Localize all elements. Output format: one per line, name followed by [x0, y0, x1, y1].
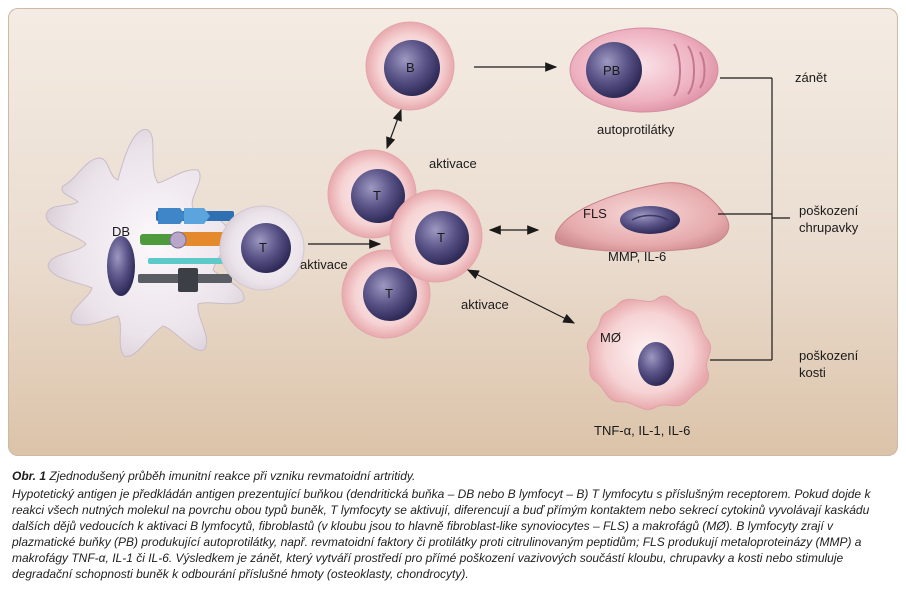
b-cell-label: B [406, 60, 415, 75]
figure-panel: DB T aktivace B [8, 8, 898, 456]
fibroblast-cell: FLS [554, 182, 730, 253]
t-cell-cluster: T T T [327, 149, 483, 339]
t-cell-top-label: T [373, 188, 381, 203]
figure-number: Obr. 1 [12, 469, 47, 483]
outcome-cartilage-line1: poškození [799, 203, 859, 218]
caption-title: Obr. 1 Zjednodušený průběh imunitní reak… [12, 468, 896, 484]
macrophage-label: MØ [600, 330, 621, 345]
autoantibodies-label: autoprotilátky [597, 122, 675, 137]
fls-products-label: MMP, IL-6 [608, 249, 666, 264]
outcome-cartilage-line2: chrupavky [799, 220, 859, 235]
plasma-cell-label: PB [603, 63, 620, 78]
t-cell-top: T [327, 149, 417, 239]
macrophage-cell: MØ [586, 295, 712, 410]
dendritic-nucleus [107, 236, 135, 296]
t-cell-presented-label: T [259, 240, 267, 255]
immune-response-diagram: DB T aktivace B [45, 21, 859, 438]
figure-caption: Obr. 1 Zjednodušený průběh imunitní reak… [12, 468, 896, 582]
fibroblast-label: FLS [583, 206, 607, 221]
t-cell-middle: T [389, 189, 483, 283]
caption-title-text: Zjednodušený průběh imunitní reakce při … [49, 469, 416, 483]
arrow-b-t [386, 108, 402, 150]
outcome-bracket [710, 77, 790, 361]
outcome-bone-line2: kosti [799, 365, 826, 380]
t-cell-presented: T [219, 205, 305, 291]
activation-bottom-label: aktivace [461, 297, 509, 312]
plasma-cell: PB [569, 27, 719, 113]
dendritic-cell-label: DB [112, 224, 130, 239]
b-cell: B [365, 21, 455, 111]
macrophage-products-label: TNF-α, IL-1, IL-6 [594, 423, 690, 438]
activation-top-label: aktivace [429, 156, 477, 171]
receptor-complex [138, 208, 238, 292]
t-cell-bottom-label: T [385, 286, 393, 301]
outcome-bone-line1: poškození [799, 348, 859, 363]
arrow-t-macrophage [466, 269, 576, 324]
caption-body: Hypotetický antigen je předkládán antige… [12, 487, 871, 581]
activation-left-label: aktivace [300, 257, 348, 272]
t-cell-middle-label: T [437, 230, 445, 245]
outcome-inflammation: zánět [795, 70, 827, 85]
